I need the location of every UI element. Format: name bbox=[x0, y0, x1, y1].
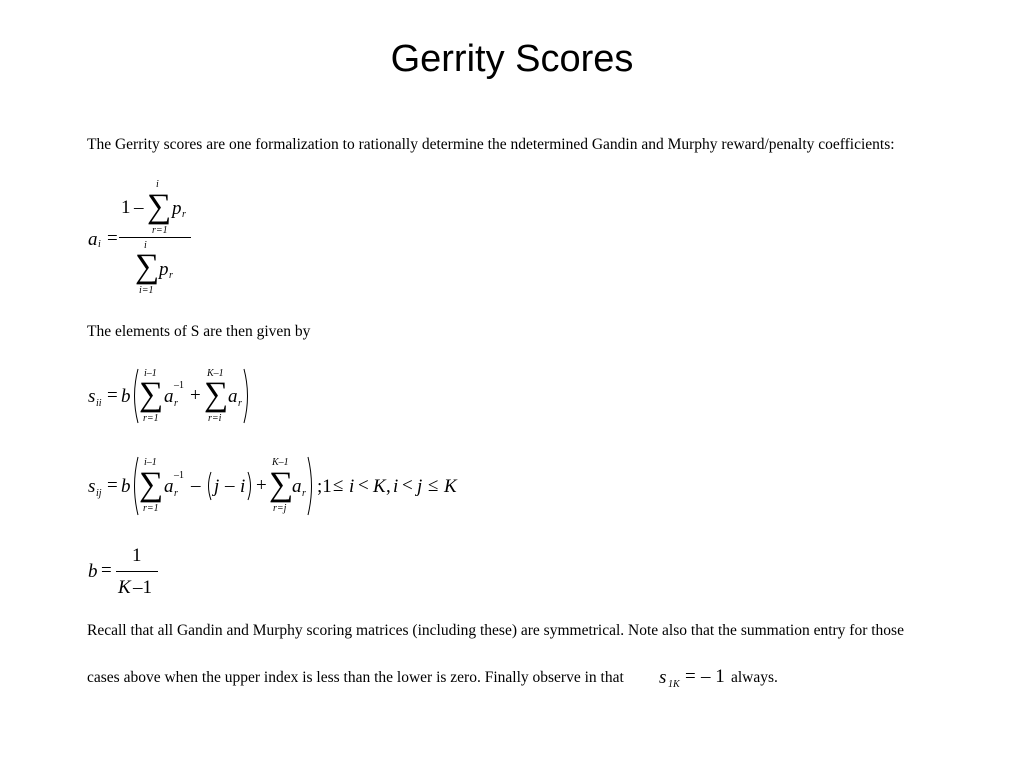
elements-paragraph: The elements of S are then given by bbox=[87, 323, 311, 340]
eq-sij-inner-left-paren bbox=[208, 471, 212, 501]
eq-sij-cond-i1: i bbox=[349, 476, 355, 497]
eq-sii-lower1: r=1 bbox=[143, 413, 159, 424]
recall-line-1: Recall that all Gandin and Murphy scorin… bbox=[87, 622, 904, 639]
eq-a-den-p: p bbox=[159, 259, 169, 280]
eq-b-den-rest: –1 bbox=[133, 577, 152, 598]
eq-sij-b: b bbox=[121, 476, 131, 497]
eq-a-num-p-sub: r bbox=[182, 209, 186, 220]
eq-sij-cond-j: j bbox=[417, 476, 423, 497]
eq-sii-plus: + bbox=[190, 385, 201, 406]
eq-sii-a2-sub: r bbox=[238, 398, 242, 409]
eq-sij-cond-lt2: < bbox=[402, 475, 413, 496]
eq-sii-b: b bbox=[121, 386, 131, 407]
eq-sii-upper2: K–1 bbox=[207, 368, 224, 379]
eq-sij-cond-i2: i bbox=[393, 476, 399, 497]
eq-sij-inner-minus: – bbox=[225, 475, 235, 496]
eq-sii-lhs-sub: ii bbox=[96, 398, 102, 409]
eq-a-den-p-sub: r bbox=[169, 270, 173, 281]
eq-sij-left-paren bbox=[134, 456, 139, 516]
eq-b-fraction-bar bbox=[116, 571, 158, 572]
eq-b-numerator: 1 bbox=[132, 545, 142, 566]
eq-a-num-sigma: ∑ bbox=[147, 188, 172, 225]
eq-sij-a1-sub: r bbox=[174, 488, 178, 499]
eq-sii-lower2: r=i bbox=[208, 413, 222, 424]
eq-sij-lower2: r=j bbox=[273, 503, 287, 514]
eq-sij-inner-right-paren bbox=[247, 471, 251, 501]
eq-b-lhs: b bbox=[88, 561, 98, 582]
recall-end: always. bbox=[731, 669, 778, 686]
eq-sii-a1-exp: –1 bbox=[174, 380, 184, 391]
eq-sii-a1: a bbox=[164, 386, 174, 407]
eq-sij-lhs-sub: ij bbox=[96, 488, 102, 499]
eq-sij-cond-start: ;1 bbox=[317, 476, 332, 497]
eq-sij-a2: a bbox=[292, 476, 302, 497]
eq-a-fraction-bar bbox=[119, 237, 191, 238]
eq-sii-a2: a bbox=[228, 386, 238, 407]
eq-sij-cond-k1: K bbox=[373, 476, 386, 497]
eq-sij-a1-exp: –1 bbox=[174, 470, 184, 481]
eq-sij-lhs: s bbox=[88, 476, 96, 497]
eq-s1k-sub: 1K bbox=[668, 679, 680, 690]
eq-a-den-lower: i=1 bbox=[139, 285, 154, 296]
eq-a-one: 1 bbox=[121, 197, 131, 218]
eq-s1k-value: – 1 bbox=[701, 666, 725, 687]
eq-sij-lower1: r=1 bbox=[143, 503, 159, 514]
eq-sii-right-paren bbox=[243, 368, 248, 424]
eq-sij-cond-comma: , bbox=[386, 476, 391, 497]
eq-sii-equals: = bbox=[107, 385, 118, 406]
eq-sij-minus: – bbox=[191, 475, 201, 496]
eq-sii-left-paren bbox=[134, 368, 139, 424]
eq-a-equals: = bbox=[107, 228, 118, 249]
eq-sij-cond-lt1: < bbox=[358, 475, 369, 496]
eq-sij-a2-sub: r bbox=[302, 488, 306, 499]
eq-sij-cond-k2: K bbox=[444, 476, 457, 497]
eq-sij-right-paren bbox=[307, 456, 312, 516]
eq-sij-plus: + bbox=[256, 475, 267, 496]
eq-s1k-s: s bbox=[659, 667, 667, 688]
eq-sij-sigma1: ∑ bbox=[139, 466, 164, 503]
eq-a-den-upper: i bbox=[144, 240, 147, 251]
eq-s1k-equals: = bbox=[685, 666, 696, 687]
eq-a-minus: – bbox=[134, 197, 144, 218]
eq-b-den-k: K bbox=[118, 577, 131, 598]
eq-sij-a1: a bbox=[164, 476, 174, 497]
eq-sii-sigma1: ∑ bbox=[139, 376, 164, 413]
eq-sij-equals: = bbox=[107, 475, 118, 496]
eq-a-num-lower: r=1 bbox=[152, 225, 168, 236]
eq-sij-i: i bbox=[240, 476, 246, 497]
eq-sij-sigma2: ∑ bbox=[269, 466, 294, 503]
eq-a-num-upper: i bbox=[156, 179, 159, 190]
eq-sij-cond-leq2: ≤ bbox=[428, 475, 439, 496]
recall-line-2: cases above when the upper index is less… bbox=[87, 669, 624, 686]
eq-sii-upper1: i–1 bbox=[144, 368, 157, 379]
intro-paragraph: The Gerrity scores are one formalization… bbox=[87, 136, 895, 153]
eq-sii-a1-sub: r bbox=[174, 398, 178, 409]
eq-sij-upper1: i–1 bbox=[144, 457, 157, 468]
eq-sij-upper2: K–1 bbox=[272, 457, 289, 468]
eq-sii-lhs: s bbox=[88, 386, 96, 407]
eq-sij-j: j bbox=[214, 476, 220, 497]
eq-a-num-p: p bbox=[172, 198, 182, 219]
eq-a-lhs-sub: i bbox=[98, 239, 101, 250]
eq-sii-sigma2: ∑ bbox=[204, 376, 229, 413]
eq-a-den-sigma: ∑ bbox=[135, 248, 160, 285]
eq-sij-cond-leq1: ≤ bbox=[333, 475, 344, 496]
page-title: Gerrity Scores bbox=[390, 38, 634, 80]
eq-a-lhs: a bbox=[88, 229, 98, 250]
eq-b-equals: = bbox=[101, 560, 112, 581]
